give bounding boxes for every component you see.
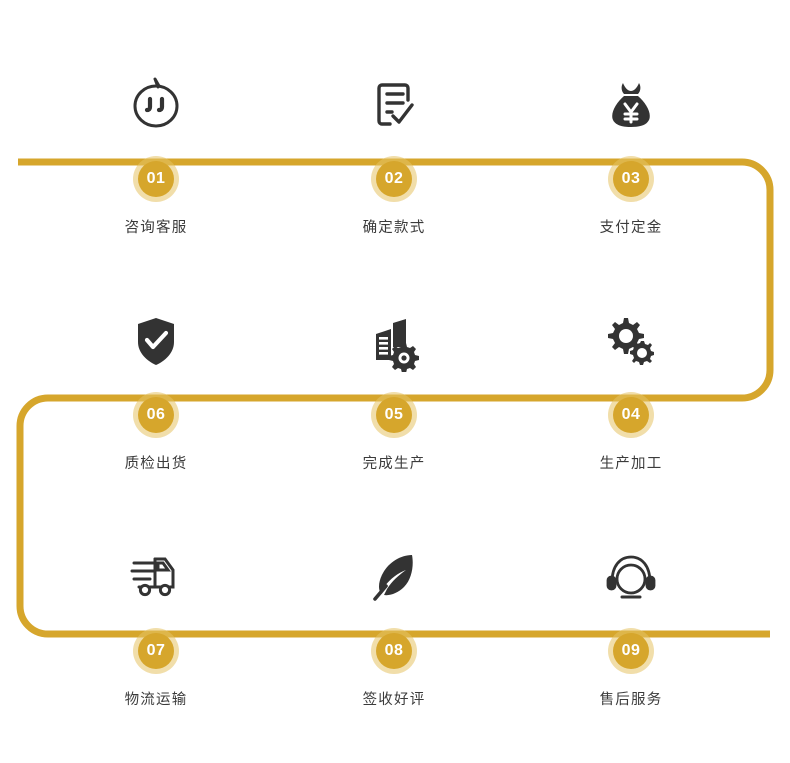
feather-quill-icon (314, 522, 474, 608)
badge-core (613, 397, 649, 433)
shield-check-icon (76, 286, 236, 372)
factory-gear-icon (314, 286, 474, 372)
step-01[interactable]: 01 咨询客服 (76, 50, 236, 236)
step-label: 咨询客服 (124, 220, 188, 236)
step-07[interactable]: 07 物流运输 (76, 522, 236, 708)
step-badge-06[interactable]: 06 (133, 392, 179, 438)
step-label: 签收好评 (362, 692, 426, 708)
step-02[interactable]: 02 确定款式 (314, 50, 474, 236)
badge-core (138, 397, 174, 433)
step-09[interactable]: 09 售后服务 (551, 522, 711, 708)
step-number: 06 (146, 406, 166, 423)
headset-icon (551, 522, 711, 608)
step-badge-08[interactable]: 08 (371, 628, 417, 674)
step-04[interactable]: 04 生产加工 (551, 286, 711, 472)
step-badge-03[interactable]: 03 (608, 156, 654, 202)
step-number: 07 (146, 642, 166, 659)
step-number: 03 (621, 170, 641, 187)
checklist-document-icon (314, 50, 474, 136)
step-label: 支付定金 (599, 220, 663, 236)
step-label: 完成生产 (362, 456, 426, 472)
step-badge-05[interactable]: 05 (371, 392, 417, 438)
step-badge-02[interactable]: 02 (371, 156, 417, 202)
step-badge-09[interactable]: 09 (608, 628, 654, 674)
step-number: 01 (146, 170, 166, 187)
step-badge-01[interactable]: 01 (133, 156, 179, 202)
step-number: 02 (384, 170, 404, 187)
badge-core (376, 397, 412, 433)
step-number: 08 (384, 642, 404, 659)
gears-icon (551, 286, 711, 372)
money-bag-yen-icon (551, 50, 711, 136)
badge-core (613, 633, 649, 669)
step-label: 物流运输 (124, 692, 188, 708)
badge-core (613, 161, 649, 197)
speech-bubble-icon (76, 50, 236, 136)
step-number: 04 (621, 406, 641, 423)
badge-core (376, 633, 412, 669)
step-06[interactable]: 06 质检出货 (76, 286, 236, 472)
step-label: 生产加工 (599, 456, 663, 472)
step-badge-07[interactable]: 07 (133, 628, 179, 674)
step-03[interactable]: 03 支付定金 (551, 50, 711, 236)
badge-core (376, 161, 412, 197)
badge-core (138, 633, 174, 669)
step-05[interactable]: 05 完成生产 (314, 286, 474, 472)
step-badge-04[interactable]: 04 (608, 392, 654, 438)
badge-core (138, 161, 174, 197)
step-number: 09 (621, 642, 641, 659)
step-label: 确定款式 (362, 220, 426, 236)
delivery-truck-icon (76, 522, 236, 608)
step-label: 售后服务 (599, 692, 663, 708)
step-08[interactable]: 08 签收好评 (314, 522, 474, 708)
step-label: 质检出货 (124, 456, 188, 472)
step-number: 05 (384, 406, 404, 423)
